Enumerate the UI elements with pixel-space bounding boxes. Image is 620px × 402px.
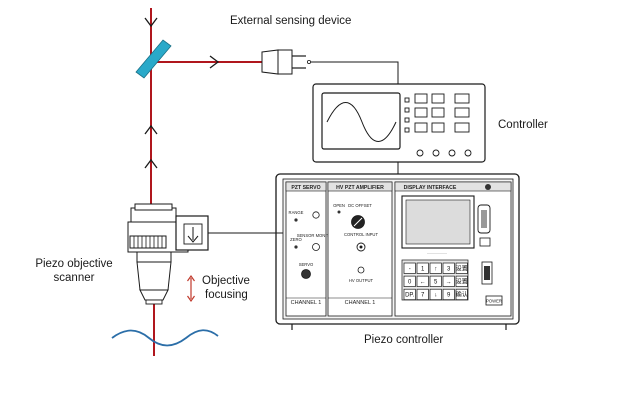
- hv-amplifier-module: HV PZT AMPLIFIER OPEN DC OFFSET CONTROL …: [327, 181, 393, 317]
- keypad-key[interactable]: [455, 275, 468, 287]
- display-interface-module: DISPLAY INTERFACE .................... -…: [394, 181, 512, 317]
- keypad: - 1 ↑ 3 设置 0 ← 5 → 设置 DP. 7 ↓ 9 确认: [401, 259, 469, 301]
- arrow-up-icon: [144, 158, 158, 169]
- zero-label: ZERO: [290, 237, 302, 242]
- keypad-key[interactable]: [416, 262, 429, 274]
- keypad-key-label: 3: [447, 266, 451, 272]
- keypad-key[interactable]: [442, 288, 455, 301]
- keypad-key-label: DP.: [405, 293, 415, 299]
- keypad-key-label: -: [409, 266, 411, 272]
- keypad-key-label: 0: [408, 280, 412, 286]
- keypad-key-label: →: [446, 280, 452, 286]
- keypad-key[interactable]: [442, 262, 455, 274]
- external-sensing-device: [261, 49, 311, 75]
- keypad-key-label: 9: [447, 293, 451, 299]
- keypad-key[interactable]: [403, 275, 416, 287]
- range-knob[interactable]: [312, 211, 320, 219]
- usb-port[interactable]: [479, 237, 491, 247]
- piezo-objective-scanner: [127, 203, 209, 305]
- arrow-up-icon: [144, 124, 158, 135]
- controller-device: [312, 83, 486, 163]
- sensor-monitor-port[interactable]: [312, 243, 320, 251]
- keypad-key-label: 确认: [456, 291, 468, 299]
- arrow-down-icon: [187, 227, 199, 243]
- focus-arrow-icon: [187, 274, 195, 303]
- keypad-key-label: ↓: [434, 293, 437, 299]
- beam-splitter-mirror: [135, 39, 172, 79]
- controller-label: Controller: [498, 119, 548, 131]
- controller-screen: [321, 92, 401, 150]
- beam-arrows: [144, 17, 220, 169]
- channel1-label-b: CHANNEL 1: [345, 300, 376, 306]
- keypad-key-label: 7: [421, 293, 425, 299]
- servo-label: SERVO: [299, 262, 314, 267]
- arrow-right-icon: [209, 55, 220, 69]
- objective-focusing-label-line2: focusing: [205, 289, 248, 301]
- keypad-key[interactable]: [416, 288, 429, 301]
- control-input-label: CONTROL INPUT: [344, 232, 378, 237]
- servo-switch[interactable]: [301, 269, 311, 279]
- keypad-key[interactable]: [403, 288, 416, 301]
- keypad-key[interactable]: [429, 262, 442, 274]
- keypad-key[interactable]: [416, 275, 429, 287]
- laser-beam: [150, 8, 262, 356]
- hv-output-port[interactable]: [357, 266, 365, 274]
- keypad-key[interactable]: [403, 262, 416, 274]
- keypad-key-label: 5: [434, 280, 438, 286]
- keypad-key[interactable]: [455, 262, 468, 274]
- svg-text:....................: ....................: [427, 251, 447, 255]
- hv-amplifier-title: HV PZT AMPLIFIER: [336, 185, 384, 191]
- objective-focusing-label-line1: Objective: [202, 275, 250, 287]
- open-label: OPEN: [333, 203, 345, 208]
- keypad-key[interactable]: [442, 275, 455, 287]
- keypad-key[interactable]: [455, 288, 468, 301]
- keypad-key[interactable]: [429, 275, 442, 287]
- sample-surface-wave: [111, 329, 219, 347]
- keypad-key-label: 设置: [456, 264, 468, 272]
- keypad-key[interactable]: [429, 288, 442, 301]
- piezo-controller-label: Piezo controller: [364, 334, 444, 346]
- keypad-key-label: 设置: [456, 278, 468, 286]
- sensing-cable: [311, 61, 399, 84]
- keypad-key-label: ↑: [434, 266, 437, 272]
- sine-wave-icon: [326, 102, 397, 142]
- piezo-objective-label-line2: scanner: [53, 272, 95, 284]
- piezo-objective-label-line1: Piezo objective: [35, 258, 113, 270]
- keypad-key-label: ←: [420, 280, 426, 286]
- external-sensing-label: External sensing device: [230, 15, 352, 27]
- keypad-key-label: 1: [421, 266, 425, 272]
- arrow-down-icon: [144, 17, 158, 28]
- range-label: RANGE: [289, 210, 304, 215]
- piezo-controller-device: PZT SERVO RANGE ZERO SENSOR MONITOR SERV…: [275, 173, 520, 330]
- pzt-servo-title: PZT SERVO: [291, 185, 320, 191]
- channel1-label-a: CHANNEL 1: [291, 300, 322, 306]
- dc-offset-label: DC OFFSET: [348, 203, 372, 208]
- hv-output-label: HV OUTPUT: [349, 278, 374, 283]
- power-label: POWER: [486, 299, 502, 304]
- pzt-servo-module: PZT SERVO RANGE ZERO SENSOR MONITOR SERV…: [285, 181, 336, 317]
- power-button[interactable]: [485, 295, 503, 306]
- sensor-monitor-label: SENSOR MONITOR: [297, 233, 336, 238]
- display-interface-title: DISPLAY INTERFACE: [404, 185, 457, 191]
